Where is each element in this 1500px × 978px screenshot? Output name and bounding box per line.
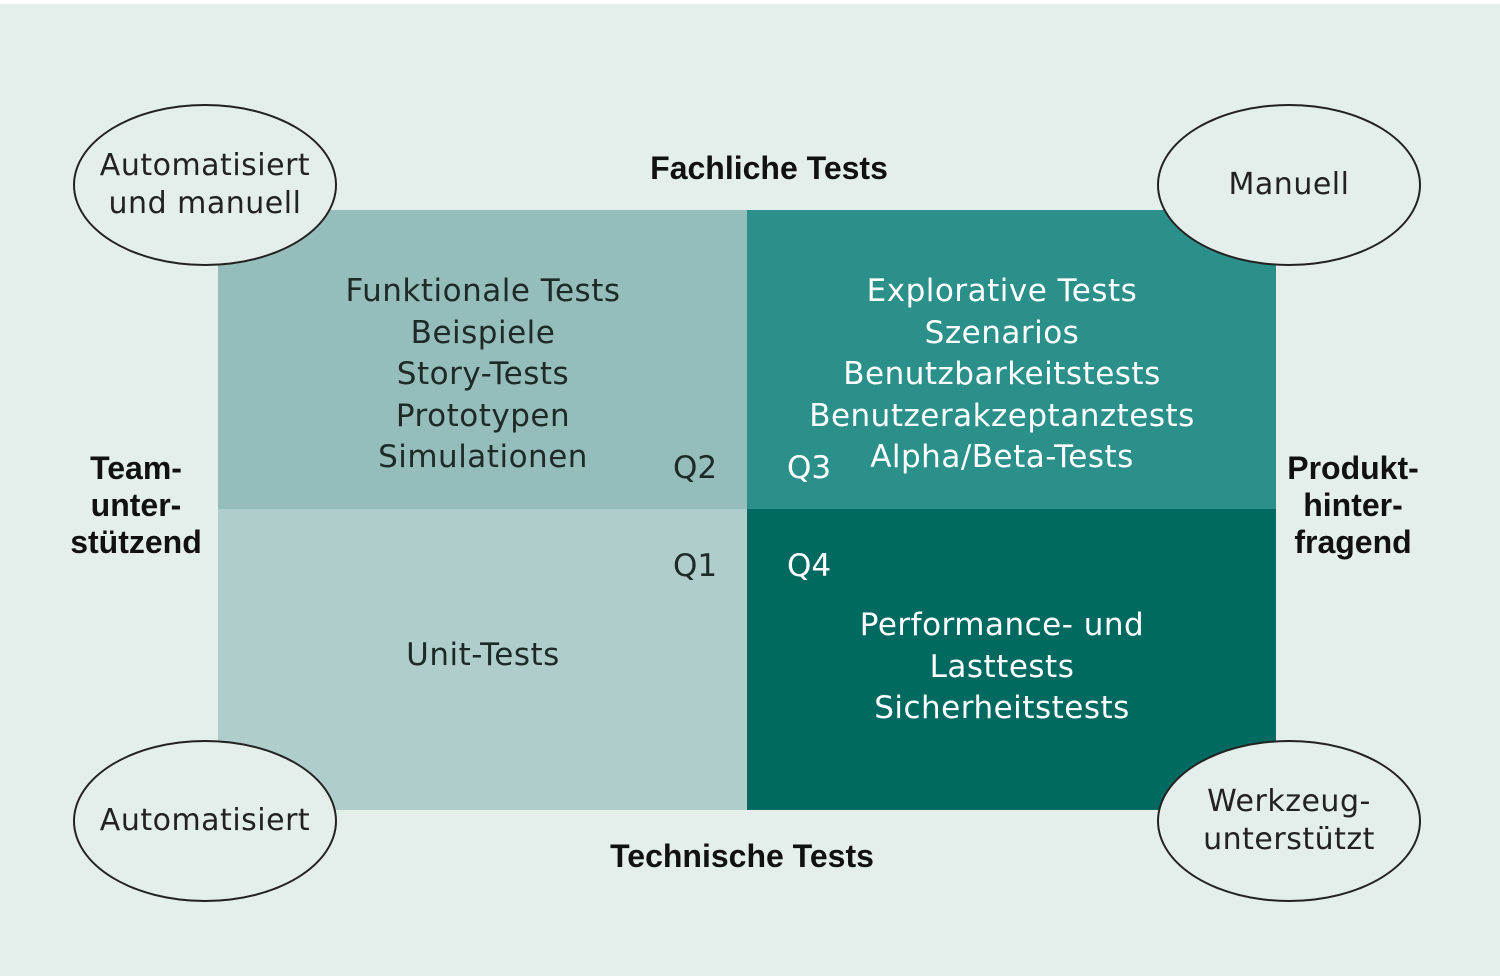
- ellipse-top-right-label: Manuell: [1228, 167, 1350, 202]
- quadrant-q1-item: Unit-Tests: [406, 637, 560, 673]
- quadrant-q4-item: Performance- und: [859, 607, 1145, 643]
- ellipse-top-left: Automatisiert und manuell: [73, 104, 337, 266]
- axis-label-right: Produkt- hinter- fragend: [1287, 450, 1419, 560]
- quadrant-q3-item: Alpha/Beta-Tests: [870, 439, 1134, 476]
- axis-label-top: Fachliche Tests: [650, 150, 888, 186]
- quadrant-q1-label: Q1: [673, 548, 718, 584]
- ellipse-bottom-left-label: Automatisiert: [99, 803, 311, 838]
- quadrant-q3-item: Explorative Tests: [866, 273, 1138, 309]
- quadrant-q4-label: Q4: [787, 548, 832, 584]
- ellipse-bottom-right-label: Werkzeug- unterstützt: [1203, 784, 1375, 857]
- quadrant-q2-item: Funktionale Tests: [345, 273, 621, 309]
- ellipse-top-left-label: Automatisiert und manuell: [99, 148, 311, 221]
- quadrant-q2-item: Simulationen: [378, 439, 588, 476]
- quadrant-q4-item: Lasttests: [929, 648, 1075, 685]
- ellipse-bottom-right: Werkzeug- unterstützt: [1157, 740, 1421, 902]
- quadrant-q2-label: Q2: [673, 450, 718, 486]
- quadrant-q3-item: Benutzbarkeitstests: [843, 356, 1161, 393]
- quadrant-q4: Q4 Performance- und Lasttests Sicherheit…: [747, 509, 1276, 810]
- quadrant-q4-item: Sicherheitstests: [874, 690, 1130, 727]
- axis-label-left: Team- unter- stützend: [70, 450, 202, 560]
- axis-label-bottom: Technische Tests: [610, 838, 874, 874]
- quadrant-q2-item: Prototypen: [395, 397, 571, 434]
- quadrant-q2-item: Story-Tests: [396, 356, 570, 393]
- quadrant-q1-items: Unit-Tests: [218, 635, 748, 677]
- quadrant-q2: Funktionale Tests Beispiele Story-Tests …: [218, 210, 747, 509]
- quadrant-q2-items: Funktionale Tests Beispiele Story-Tests …: [218, 271, 748, 479]
- quadrant-q4-items: Performance- und Lasttests Sicherheitste…: [747, 605, 1257, 730]
- quadrant-q3-item: Szenarios: [924, 314, 1080, 351]
- quadrant-q3-items: Explorative Tests Szenarios Benutzbarkei…: [747, 271, 1257, 479]
- quadrant-q1: Q1 Unit-Tests: [218, 509, 747, 810]
- ellipse-top-right: Manuell: [1157, 104, 1421, 266]
- quadrant-q3-item: Benutzerakzeptanztests: [809, 397, 1195, 434]
- quadrant-q3-label: Q3: [787, 450, 832, 486]
- quadrant-q2-item: Beispiele: [410, 314, 556, 351]
- ellipse-bottom-left: Automatisiert: [73, 740, 337, 902]
- quadrant-q3: Explorative Tests Szenarios Benutzbarkei…: [747, 210, 1276, 509]
